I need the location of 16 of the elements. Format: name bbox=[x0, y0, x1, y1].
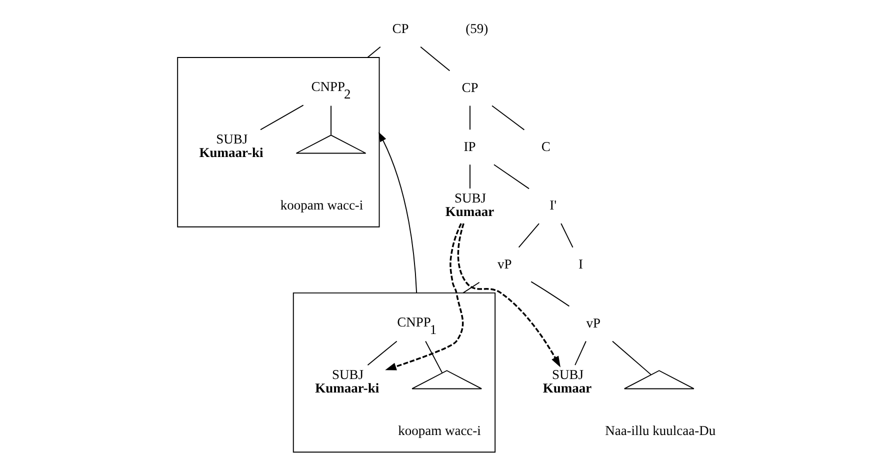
node-text: CP bbox=[392, 21, 408, 36]
node-label: Naa-illu kuulcaa-Du bbox=[604, 422, 716, 438]
node-text: I' bbox=[549, 198, 556, 213]
node-text: CP bbox=[461, 80, 478, 95]
node-text: I bbox=[578, 256, 583, 272]
node-label: koopam wacc-i bbox=[398, 422, 480, 438]
label: (59) bbox=[465, 21, 488, 36]
node-text: SUBJ Kumaar bbox=[542, 367, 592, 396]
node-text: SUBJ Kumaar bbox=[444, 190, 494, 219]
node-text: SUBJ Kumaar-ki bbox=[198, 132, 263, 160]
node-text: IP bbox=[463, 138, 476, 154]
node-text: vP bbox=[496, 256, 512, 272]
node-text: C bbox=[540, 138, 550, 154]
node-text: vP bbox=[586, 315, 600, 330]
node-text: SUBJ Kumaar-ki bbox=[314, 367, 379, 396]
node-label: koopam wacc-i bbox=[280, 198, 363, 213]
